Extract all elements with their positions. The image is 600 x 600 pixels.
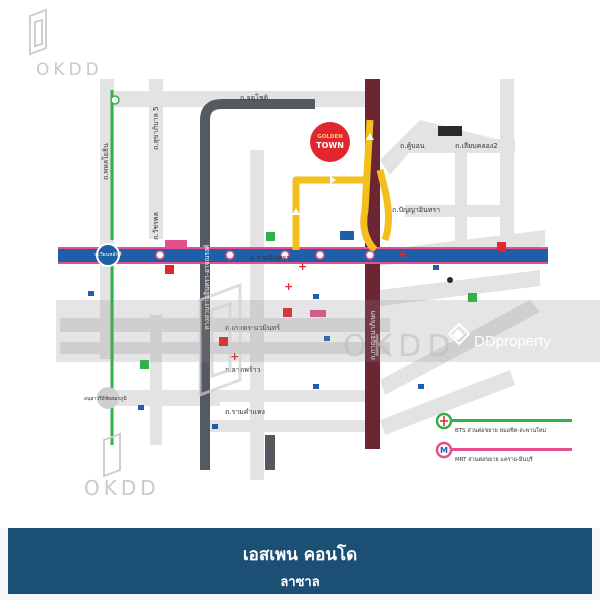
okdd-watermark-bottom: OKDD <box>84 476 160 500</box>
project-title: เอสเพน คอนโด <box>242 545 358 565</box>
okdd-logo-icon-bottom <box>103 432 121 478</box>
svg-text:M: M <box>440 446 448 455</box>
road-label-kanchana: ถ.กาญจนาภิเษก <box>369 311 377 360</box>
road-label-sukhaphiban5: ถ.สุขาภิบาล 5 <box>152 107 160 150</box>
golden-town-logo: GOLDEN TOWN <box>310 122 350 162</box>
road-label-phahon: ถ.พหลโยธิน <box>101 143 110 180</box>
expressway <box>200 99 315 470</box>
access-route <box>292 119 392 253</box>
svg-text:+: + <box>398 248 407 261</box>
okdd-watermark-center-text: OKDD <box>343 329 457 364</box>
bts-line <box>58 249 548 262</box>
map-legend: BTS ส่วนต่อขยาย หมอชิต-สะพานใหม่ M MRT ส… <box>435 412 572 463</box>
svg-text:+: + <box>298 260 307 273</box>
legend-bts-label: BTS ส่วนต่อขยาย หมอชิต-สะพานใหม่ <box>455 427 546 434</box>
road-labels: ถ.จตุโชติ ถ.รามอินทรา ถ.เกษตร-นวมินทร์ ถ… <box>225 93 498 416</box>
road-label-panya: ถ.ปัญญาอินทรา <box>392 206 440 214</box>
svg-text:+: + <box>230 350 239 363</box>
okdd-watermark-center <box>198 282 242 398</box>
road-label-ramintra: ถ.รามอินทรา <box>250 254 290 262</box>
okdd-watermark-top: OKDD <box>36 60 103 80</box>
project-subtitle: ลาซาล <box>280 575 320 590</box>
road-label-kaset: ถ.เกษตร-นวมินทร์ <box>225 324 280 332</box>
road-label-liap: ถ.เลียบคลอง2 <box>455 142 498 150</box>
overlay-band <box>56 300 600 362</box>
poi-icons: + + + + <box>88 95 506 429</box>
logo-line1: GOLDEN <box>317 134 343 140</box>
road-label-chatuchot: ถ.จตุโชติ <box>240 93 269 102</box>
svg-text:+: + <box>284 280 293 293</box>
road-label-ramkhamhaeng: ถ.รามคำแหง <box>225 408 265 416</box>
legend-mrt-label: MRT ส่วนต่อขยาย แคราย-มีนบุรี <box>455 456 533 463</box>
station-markers <box>155 250 375 260</box>
okdd-logo-icon <box>29 8 47 56</box>
road-label-ladprao: ถ.ลาดพร้าว <box>225 366 261 374</box>
roundabout-bangkhen <box>97 387 119 409</box>
ddproperty-logo-icon <box>447 322 471 346</box>
road-label-watcharaphon: ถ.วัชรพล <box>152 212 160 240</box>
place-label-victory: อนุสาวรีย์ชัยสมรภูมิ <box>84 395 127 402</box>
ddproperty-brand: DDproperty <box>474 333 551 350</box>
place-label-laksi: วงเวียนหลักสี่ <box>93 251 122 258</box>
title-banner-wrap: เอสเพน คอนโด ลาซาล <box>0 528 600 600</box>
route-arrows <box>292 133 374 215</box>
title-banner: เอสเพน คอนโด ลาซาล <box>8 528 592 594</box>
logo-line2: TOWN <box>316 141 344 150</box>
road-label-khubon: ถ.คู้บอน <box>400 142 425 150</box>
roundabout-laksi <box>96 243 120 267</box>
road-label-expressway: ทางด่วนรามอินทรา-อาจณรงค์ <box>203 245 211 330</box>
